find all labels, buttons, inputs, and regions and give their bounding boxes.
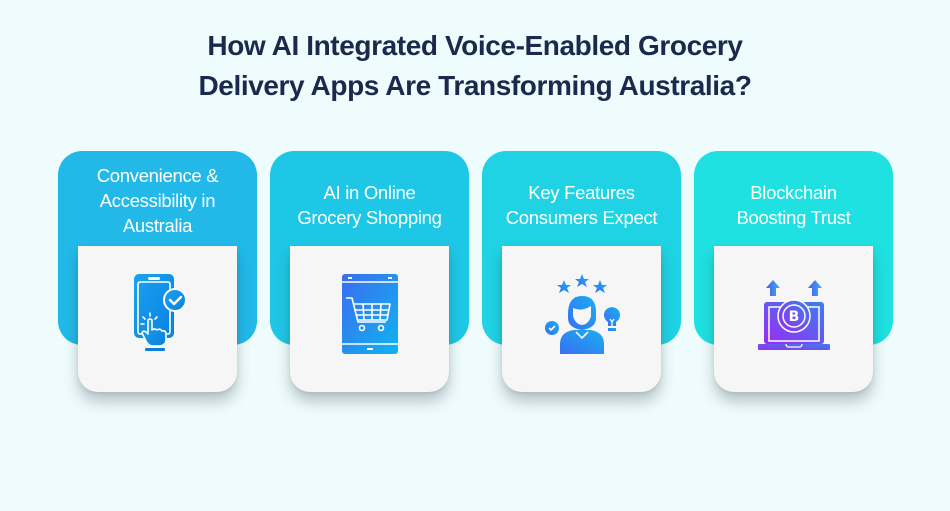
card-label: Convenience & Accessibility in Australia: [96, 165, 219, 236]
title-line-2: Delivery Apps Are Transforming Australia…: [198, 70, 752, 101]
laptop-bitcoin-growth-icon: B: [757, 280, 830, 350]
card-label: Key Features Consumers Expect: [505, 182, 658, 228]
svg-text:B: B: [788, 309, 799, 325]
tablet-shopping-cart-icon: [341, 274, 398, 354]
card-icon-panel: [78, 246, 237, 392]
card-icon-panel: [290, 246, 449, 392]
card-icon-panel: B: [714, 246, 873, 392]
card-label: Blockchain Boosting Trust: [736, 182, 851, 228]
touch-phone-check-icon: [133, 274, 187, 351]
card-label: AI in Online Grocery Shopping: [297, 182, 442, 228]
customer-rating-features-icon: [544, 274, 620, 354]
card-icon-panel: [502, 246, 661, 392]
page-title: How AI Integrated Voice-Enabled Grocery …: [0, 26, 950, 106]
title-line-1: How AI Integrated Voice-Enabled Grocery: [207, 30, 743, 61]
